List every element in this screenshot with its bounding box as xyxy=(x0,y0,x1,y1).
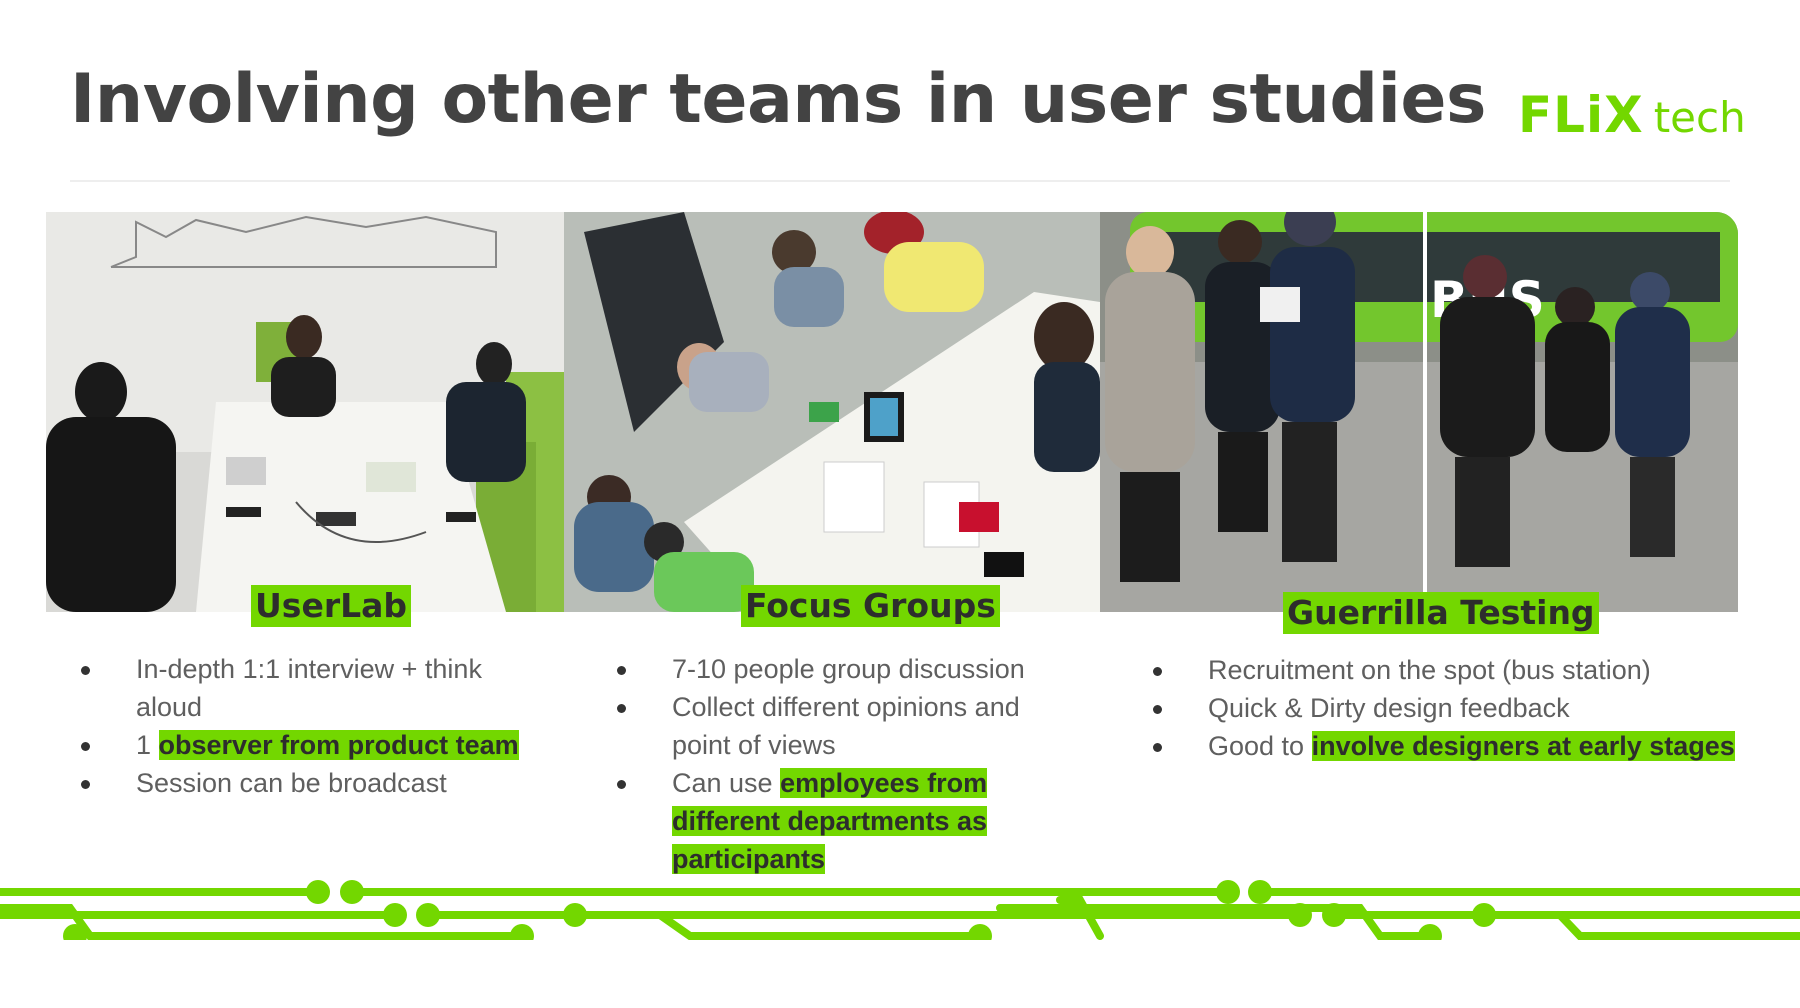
bullet-item: Session can be broadcast xyxy=(81,764,536,802)
bullet-item: Collect different opinions and point of … xyxy=(617,688,1062,764)
flixtech-logo: FLiX tech xyxy=(1518,86,1746,144)
bullet-highlight: observer from product team xyxy=(158,730,519,760)
bullet-item: Recruitment on the spot (bus station) xyxy=(1153,651,1748,689)
guerrilla-testing-heading: Guerrilla Testing xyxy=(1283,592,1599,634)
circuit-decoration xyxy=(0,880,1800,940)
bullet-prefix: 1 xyxy=(136,730,159,760)
logo-brand: FLiX xyxy=(1518,86,1644,144)
bullet-text: In-depth 1:1 interview + think aloud xyxy=(136,654,482,722)
bullet-text: Quick & Dirty design feedback xyxy=(1208,693,1570,723)
userlab-bullet-list: In-depth 1:1 interview + think aloud 1 o… xyxy=(81,650,536,802)
slide-title: Involving other teams in user studies xyxy=(70,60,1487,139)
logo-suffix: tech xyxy=(1653,93,1746,142)
bullet-text: Collect different opinions and point of … xyxy=(672,692,1020,760)
title-divider xyxy=(70,180,1730,182)
bullet-highlight: involve designers at early stages xyxy=(1311,731,1735,761)
bullet-item: 1 observer from product team xyxy=(81,726,536,764)
guerrilla-testing-bullet-list: Recruitment on the spot (bus station) Qu… xyxy=(1153,651,1748,765)
focus-groups-bullet-list: 7-10 people group discussion Collect dif… xyxy=(617,650,1062,878)
bullet-item: Quick & Dirty design feedback xyxy=(1153,689,1748,727)
bullet-item: In-depth 1:1 interview + think aloud xyxy=(81,650,536,726)
bullet-prefix: Good to xyxy=(1208,731,1312,761)
userlab-heading: UserLab xyxy=(251,585,412,627)
focus-groups-photo xyxy=(564,212,1100,612)
focus-groups-heading: Focus Groups xyxy=(741,585,1000,627)
bullet-item: Good to involve designers at early stage… xyxy=(1153,727,1748,765)
bullet-text: 7-10 people group discussion xyxy=(672,654,1025,684)
bullet-prefix: Can use xyxy=(672,768,781,798)
guerrilla-testing-photo: BUS xyxy=(1100,212,1738,612)
bullet-item: Can use employees from different departm… xyxy=(617,764,1062,878)
bullet-text: Session can be broadcast xyxy=(136,768,447,798)
userlab-photo xyxy=(46,212,564,612)
bullet-text: Recruitment on the spot (bus station) xyxy=(1208,655,1651,685)
bullet-item: 7-10 people group discussion xyxy=(617,650,1062,688)
